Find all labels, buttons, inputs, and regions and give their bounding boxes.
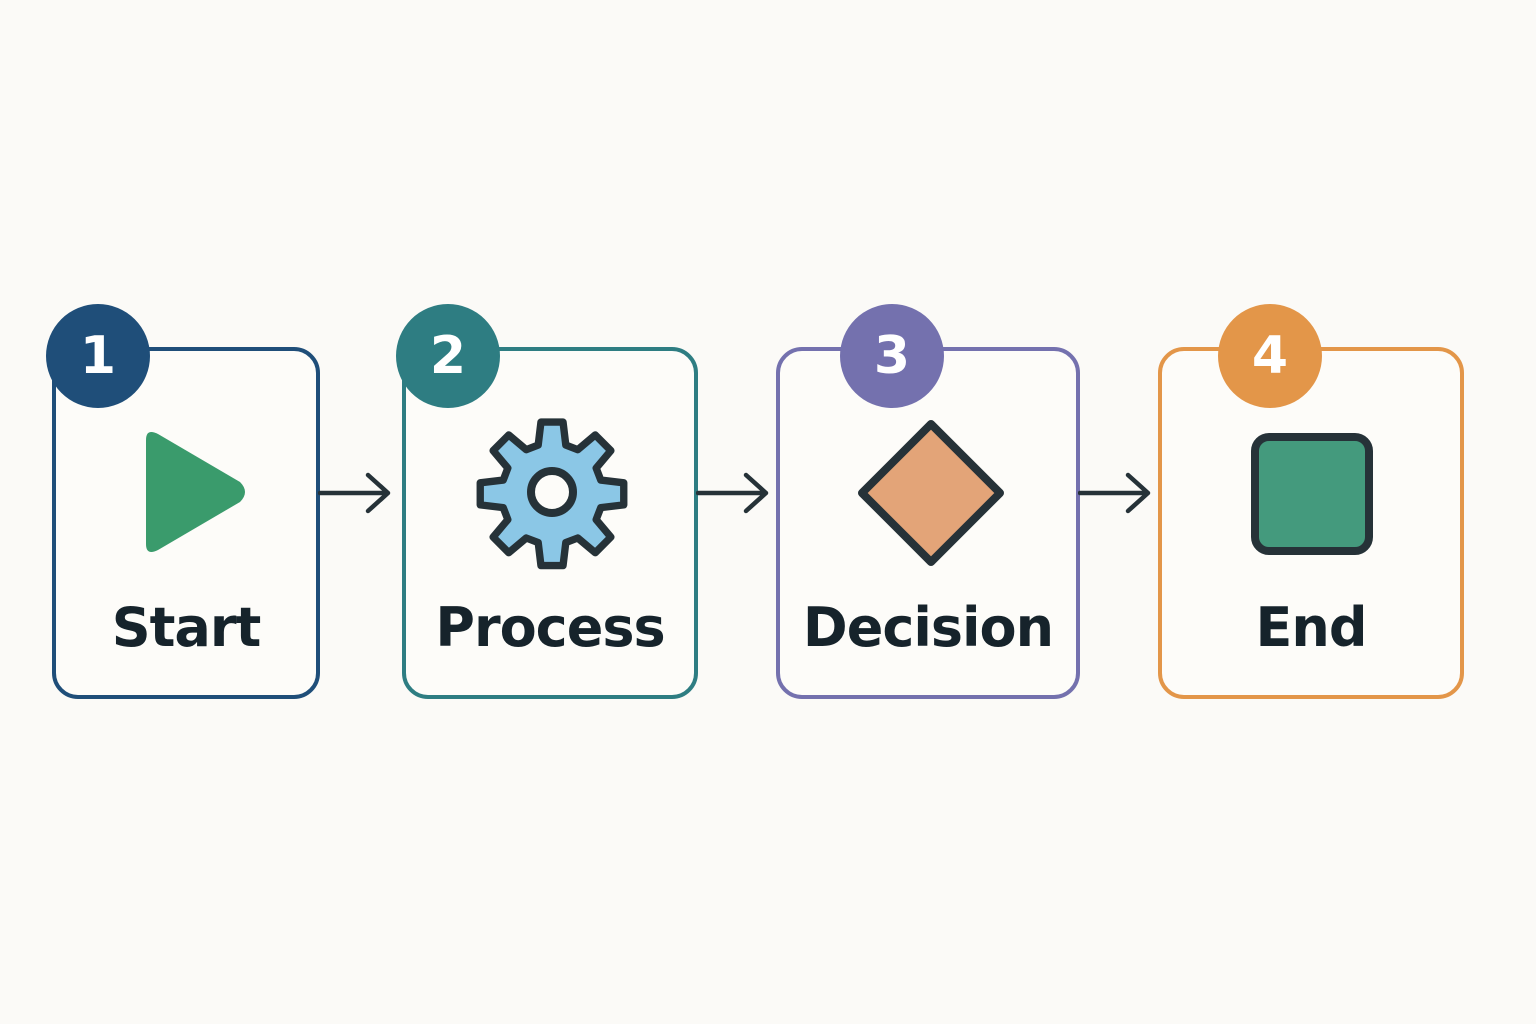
- step-number-badge-1: 1: [46, 304, 150, 408]
- arrow-right-icon: [695, 468, 772, 522]
- arrow-right-icon: [1077, 468, 1154, 522]
- arrow-right-icon: [317, 468, 394, 522]
- step-label-process: Process: [435, 596, 665, 659]
- step-label-start: Start: [111, 596, 262, 659]
- play-icon: [140, 426, 252, 562]
- step-number-badge-3: 3: [840, 304, 944, 408]
- gear-icon: [472, 412, 632, 576]
- step-label-end: End: [1255, 596, 1368, 659]
- step-label-decision: Decision: [802, 596, 1054, 659]
- stop-square-icon: [1250, 432, 1374, 560]
- step-number-badge-2: 2: [396, 304, 500, 408]
- diamond-icon: [856, 418, 1006, 572]
- step-number-badge-4: 4: [1218, 304, 1322, 408]
